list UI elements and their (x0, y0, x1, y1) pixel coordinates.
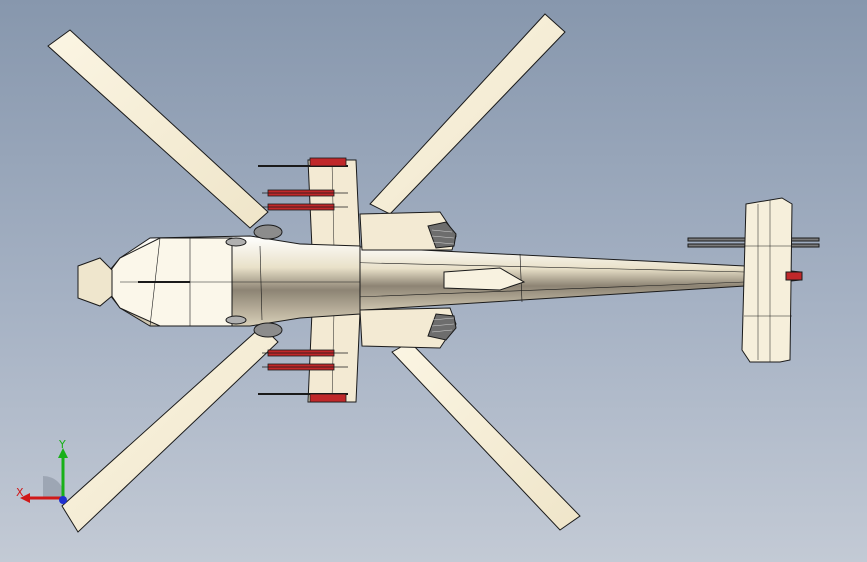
rotor-blade-upper-right[interactable] (369, 13, 566, 215)
landing-gear[interactable] (225, 224, 283, 338)
horizontal-stabilizer[interactable] (741, 197, 803, 363)
rotor-blade-upper-left[interactable] (47, 29, 269, 229)
y-axis-label: Y (58, 440, 66, 451)
rotor-blade-lower-left[interactable] (61, 325, 279, 533)
weapon-pylons[interactable] (258, 157, 348, 403)
coordinate-triad: X Y (16, 440, 68, 504)
x-axis-label: X (16, 486, 24, 499)
nose-sensor[interactable] (77, 257, 113, 307)
rotor-blade-lower-right[interactable] (391, 341, 581, 531)
tail-boom[interactable] (299, 243, 801, 315)
engine-nacelles[interactable] (359, 211, 457, 349)
fuselage[interactable] (77, 235, 526, 327)
